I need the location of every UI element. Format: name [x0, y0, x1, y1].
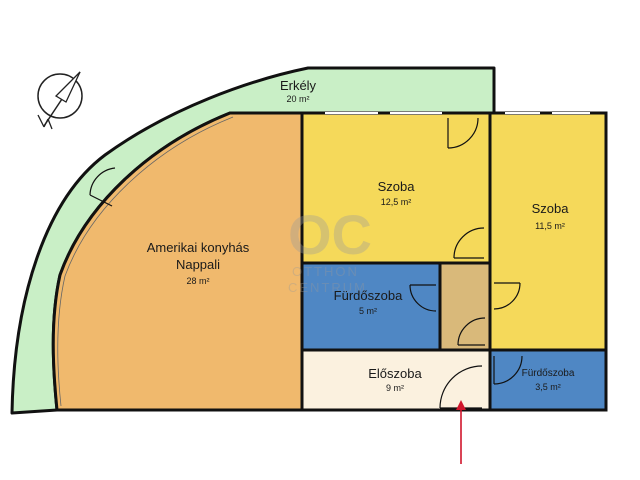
doors: [89, 117, 523, 409]
label-furdoszoba-2-area: 3,5 m²: [535, 382, 561, 392]
label-szoba-1-name: Szoba: [378, 179, 416, 194]
watermark-line2: CENTRUM: [288, 280, 367, 295]
label-furdoszoba-1-name: Fürdőszoba: [334, 288, 403, 303]
label-szoba-2-area: 11,5 m²: [535, 221, 565, 231]
room-closet: [438, 261, 492, 352]
room-szoba-2: [488, 111, 608, 352]
label-erkely-area: 20 m²: [286, 94, 309, 104]
entrance-arrow-icon: [456, 400, 466, 464]
label-erkely-name: Erkély: [280, 78, 317, 93]
label-szoba-1-area: 12,5 m²: [381, 197, 412, 207]
label-furdoszoba-2-name: Fürdőszoba: [522, 368, 575, 379]
watermark: OC OTTHON CENTRUM: [288, 203, 372, 295]
watermark-line1: OTTHON: [292, 264, 359, 279]
label-nappali-name-2: Nappali: [176, 257, 220, 272]
label-eloszoba-area: 9 m²: [386, 383, 404, 393]
label-nappali-name-1: Amerikai konyhás: [147, 240, 250, 255]
label-furdoszoba-1-area: 5 m²: [359, 306, 377, 316]
label-szoba-2-name: Szoba: [532, 201, 570, 216]
north-compass-icon: [37, 71, 83, 130]
window-frames: [325, 111, 590, 115]
watermark-logo: OC: [288, 203, 372, 266]
room-nappali: [51, 111, 304, 412]
label-nappali-area: 28 m²: [186, 276, 209, 286]
label-eloszoba-name: Előszoba: [368, 366, 422, 381]
glass-wall: [57, 116, 234, 407]
